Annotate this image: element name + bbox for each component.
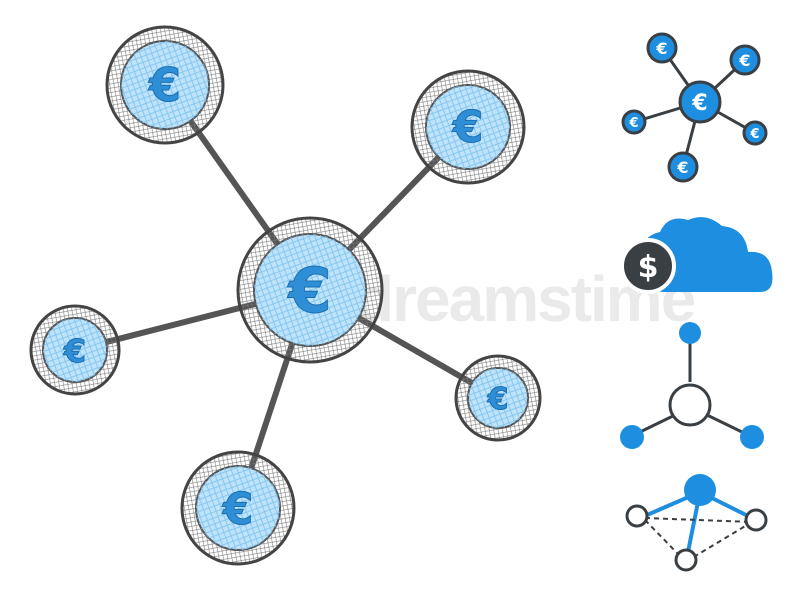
euro-network-mesh-icon: € € € € € [29, 25, 542, 566]
hub-nodes-icon [620, 322, 764, 449]
euro-symbol: € [286, 254, 331, 327]
euro-symbol: € [676, 158, 688, 177]
node-right: € [454, 354, 542, 442]
euro-symbol: € [691, 91, 707, 116]
node-top-right: € [410, 69, 526, 185]
euro-network-flat-icon: € € € € € € [621, 32, 768, 183]
euro-symbol: € [452, 102, 484, 153]
euro-symbol: € [487, 382, 509, 417]
node-center: € [236, 216, 384, 364]
cloud-money-icon: $ [620, 217, 773, 294]
euro-symbol: € [148, 58, 181, 112]
euro-symbol: € [655, 39, 667, 58]
euro-symbol: € [628, 116, 638, 131]
euro-symbol: € [749, 127, 759, 142]
node-top-left: € [105, 25, 225, 145]
euro-symbol: € [738, 51, 750, 70]
network-graph-icon [625, 474, 768, 572]
node-left: € [29, 304, 121, 396]
euro-symbol: € [222, 484, 254, 535]
dollar-symbol: $ [638, 250, 659, 285]
euro-symbol: € [63, 332, 86, 370]
node-bottom: € [180, 450, 296, 566]
